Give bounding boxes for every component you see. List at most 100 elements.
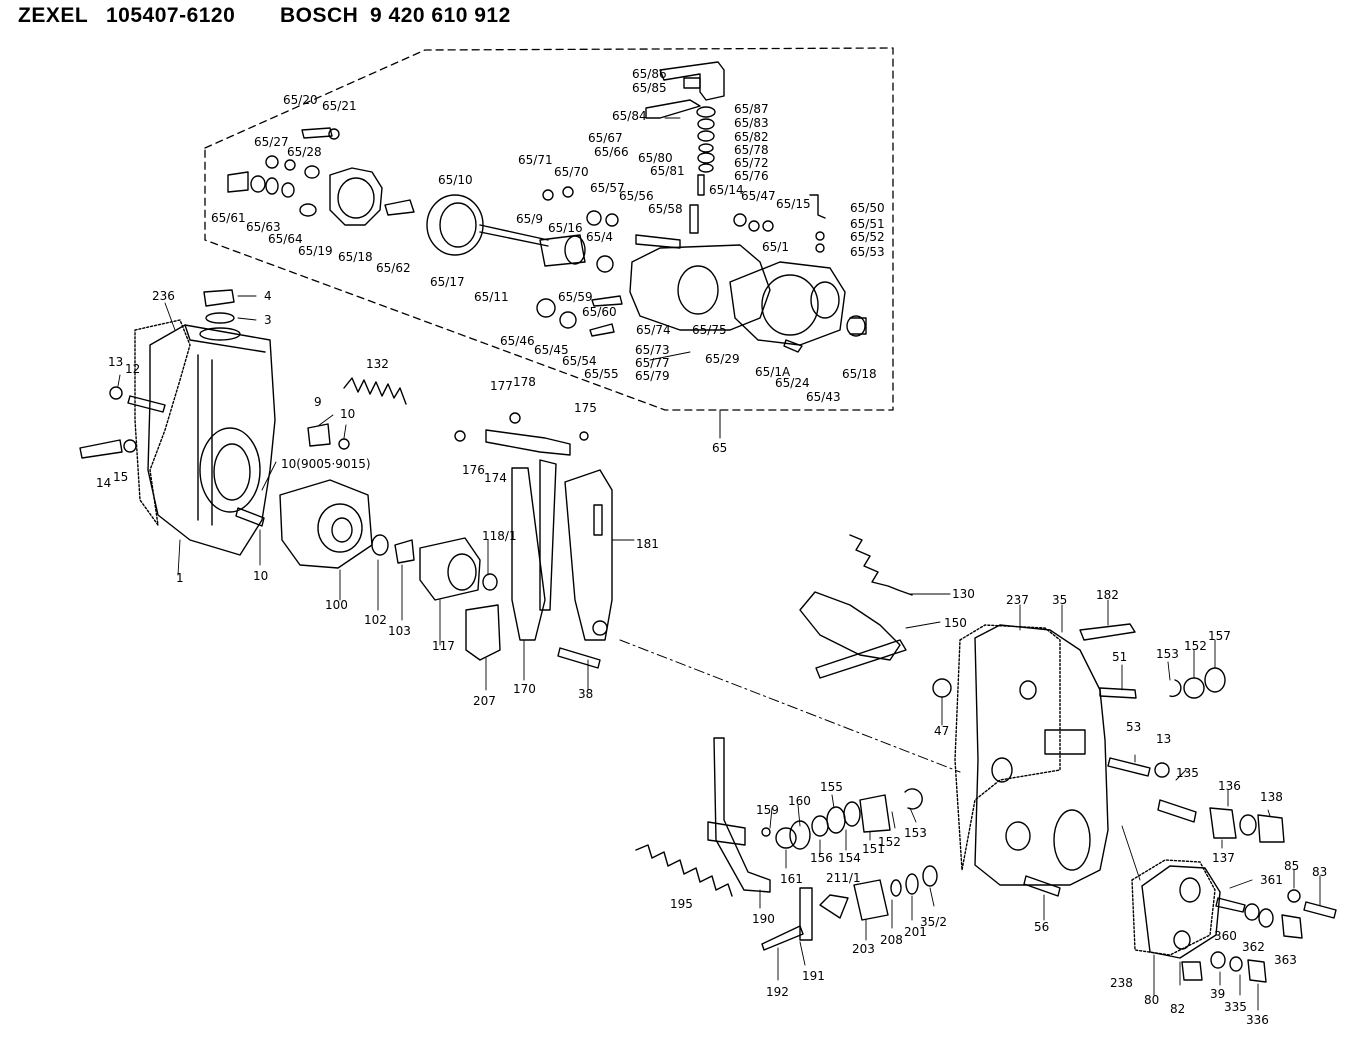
callout-label: 65/4 [586,230,613,244]
callout-label: 176 [462,463,485,477]
callout-label: 65/63 [246,220,281,234]
callout-label: 336 [1246,1013,1269,1027]
callout-label: 335 [1224,1000,1247,1014]
callout-label: 65/71 [518,153,553,167]
callout-label: 65/80 [638,151,673,165]
callout-label: 65/75 [692,323,727,337]
part-number-bosch: 9 420 610 912 [370,4,511,27]
callout-label: 65/82 [734,130,769,144]
gasket-238 [1131,859,1216,956]
callout-label: 10(9005·9015) [281,457,371,471]
callout-label: 65/64 [268,232,303,246]
callout-label: 65/43 [806,390,841,404]
callout-label: 65/51 [850,217,885,231]
callout-label: 175 [574,401,597,415]
callout-label: 51 [1112,650,1127,664]
callout-label: 65/55 [584,367,619,381]
lever-181 [564,469,613,641]
callout-label: 100 [325,598,348,612]
callout-label: 9 [314,395,322,409]
gasket-237 [954,624,1061,871]
callout-label: 192 [766,985,789,999]
callout-label: 65/59 [558,290,593,304]
callout-label: 65/56 [619,189,654,203]
bracket-65-84 [645,99,701,119]
callout-label: 150 [944,616,967,630]
callout-label: 65/28 [287,145,322,159]
callout-label: 360 [1214,929,1237,943]
callout-label: 10 [340,407,355,421]
disc-65-10 [426,194,484,256]
bracket-65-86 [659,61,725,101]
callout-label: 39 [1210,987,1225,1001]
callout-label: 102 [364,613,387,627]
callout-label: 53 [1126,720,1141,734]
callout-label: 65/18 [338,250,373,264]
callout-label: 103 [388,624,411,638]
cap-138 [1257,814,1285,843]
callout-label: 65/73 [635,343,670,357]
callout-label: 153 [1156,647,1179,661]
maker-name-zexel: ZEXEL [18,4,89,27]
callout-label: 65/83 [734,116,769,130]
callout-label: 65/58 [648,202,683,216]
spring-132 [343,377,407,405]
callout-label: 65/72 [734,156,769,170]
spring-195 [635,844,733,897]
callout-label: 65/11 [474,290,509,304]
callout-label: 65/50 [850,201,885,215]
callout-label: 15 [113,470,128,484]
callout-label: 238 [1110,976,1133,990]
callout-label: 362 [1242,940,1265,954]
callout-label: 65/15 [776,197,811,211]
callout-label: 208 [880,933,903,947]
callout-label: 137 [1212,851,1235,865]
callout-label: 1 [176,571,184,585]
callout-label: 159 [756,803,779,817]
callout-label: 65/14 [709,183,744,197]
callout-label: 65/76 [734,169,769,183]
callout-label: 65/78 [734,143,769,157]
part-207 [465,604,501,661]
callout-label: 65/10 [438,173,473,187]
callout-label: 190 [752,912,775,926]
callout-label: 65/54 [562,354,597,368]
callout-label: 65/1 [762,240,789,254]
callout-label: 65/1A [755,365,791,379]
callout-label: 65/81 [650,164,685,178]
callout-label: 191 [802,969,825,983]
callout-label: 3 [264,313,272,327]
callout-label: 65/86 [632,67,667,81]
plug-4 [203,289,235,307]
callout-label: 237 [1006,593,1029,607]
callout-label: 65/85 [632,81,667,95]
callout-label: 236 [152,289,175,303]
housing-1 [147,324,276,556]
callout-label: 130 [952,587,975,601]
callout-label: 10 [253,569,268,583]
callout-label: 136 [1218,779,1241,793]
callout-label: 65/62 [376,261,411,275]
callout-label: 83 [1312,865,1327,879]
callout-label: 65/18 [842,367,877,381]
callout-label: 38 [578,687,593,701]
callout-label: 80 [1144,993,1159,1007]
callout-label: 13 [1156,732,1171,746]
callout-label: 211/1 [826,871,861,885]
callout-label: 361 [1260,873,1283,887]
callout-label: 132 [366,357,389,371]
callout-label: 65 [712,441,727,455]
callout-label: 135 [1176,766,1199,780]
gasket-236 [134,319,191,526]
callout-label: 65/53 [850,245,885,259]
callout-label: 65/29 [705,352,740,366]
callout-label: 207 [473,694,496,708]
callout-label: 195 [670,897,693,911]
callout-label: 65/66 [594,145,629,159]
callout-label: 152 [878,835,901,849]
callout-label: 138 [1260,790,1283,804]
callout-label: 65/45 [534,343,569,357]
housing-35 [974,624,1109,886]
callout-label: 35 [1052,593,1067,607]
bolt-14 [79,439,123,459]
